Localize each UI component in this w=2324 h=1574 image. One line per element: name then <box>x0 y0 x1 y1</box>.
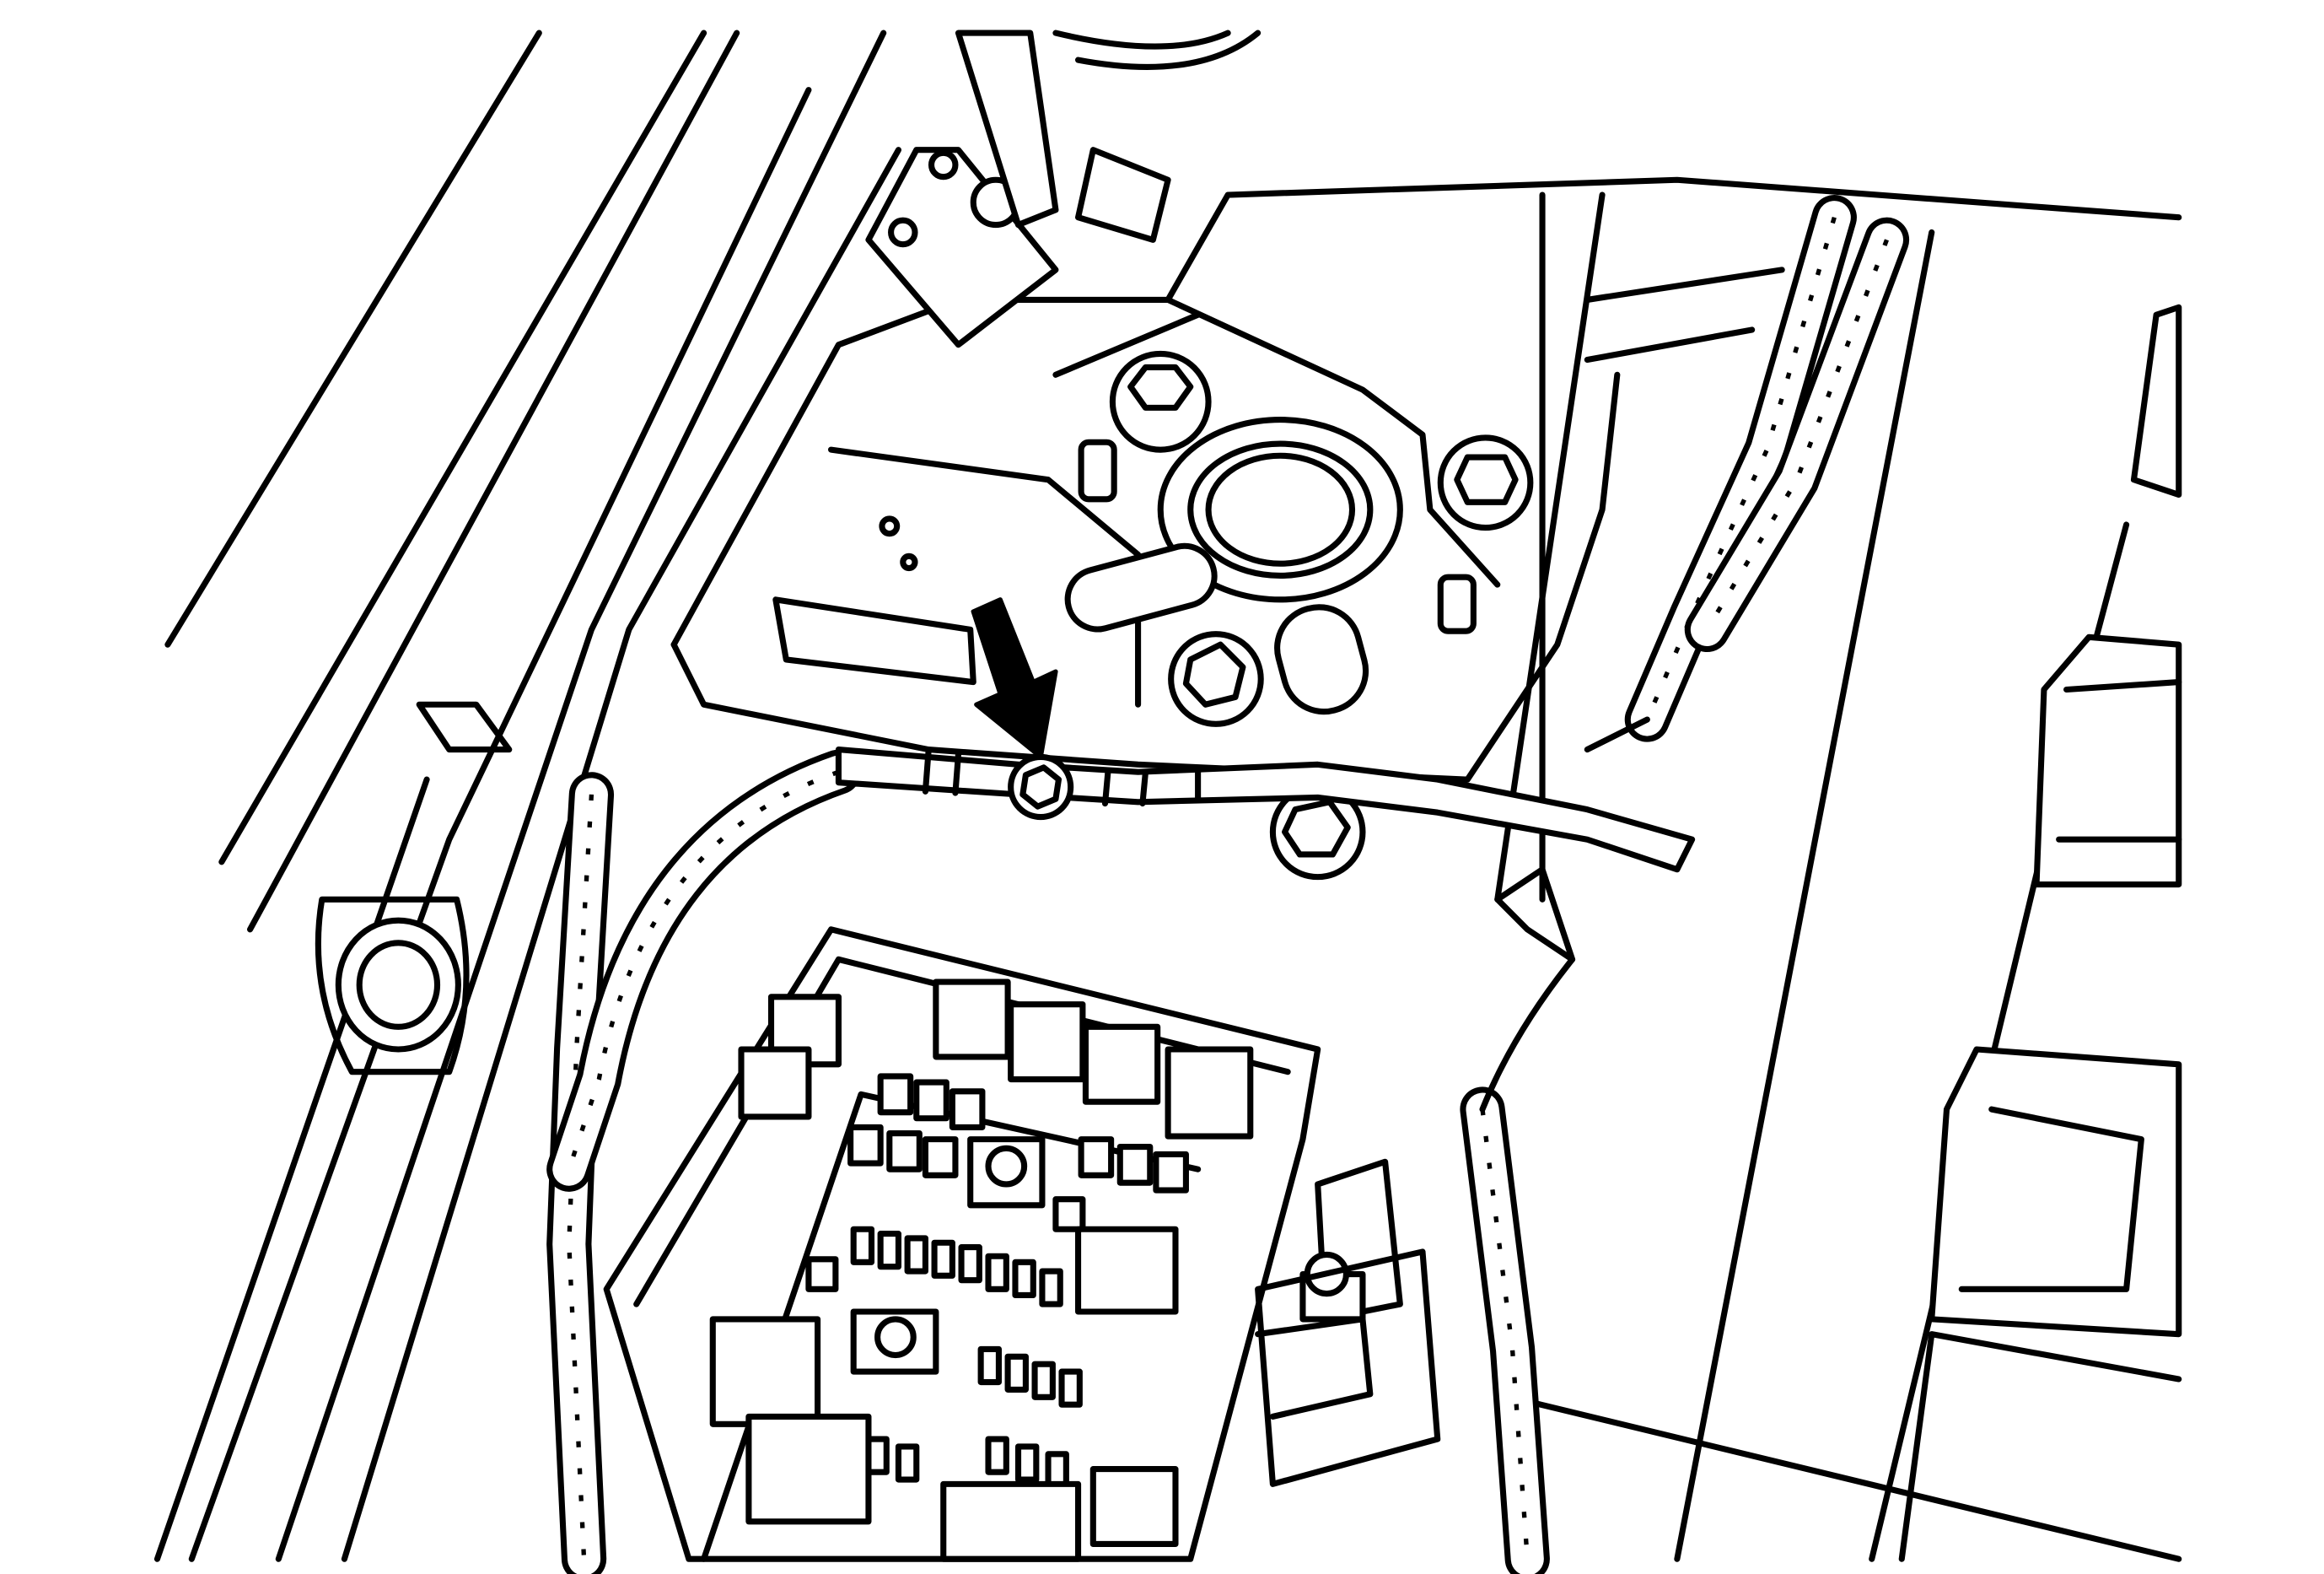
strut-mount-nut-4 <box>1269 784 1366 881</box>
right-wiring-harness <box>1584 195 1910 753</box>
relay-row <box>738 978 1254 1140</box>
strut-mount-nut-1 <box>1109 350 1212 453</box>
bleeder-studs <box>1078 439 1477 634</box>
ground-cable <box>835 747 1696 873</box>
fuse-relay-block <box>603 926 1321 1562</box>
cowl-panel <box>1494 191 2182 1562</box>
strut-mount-nut-2 <box>1437 434 1534 531</box>
small-wire <box>1460 866 1576 1574</box>
hood-prop-bracket <box>865 30 1262 348</box>
strut-mount-nut-3 <box>1168 631 1264 727</box>
battery-terminal <box>1255 1158 1441 1487</box>
block-studs <box>850 1136 1046 1375</box>
arrow-down-icon <box>971 597 1058 760</box>
large-fuses <box>709 1226 1179 1562</box>
fender-mount-hole <box>315 896 470 1075</box>
left-wiring-harness <box>546 749 862 1574</box>
ground-fastener <box>1008 753 1074 821</box>
strut-mount <box>1064 417 1403 715</box>
fender-edge-lines <box>153 30 902 1562</box>
